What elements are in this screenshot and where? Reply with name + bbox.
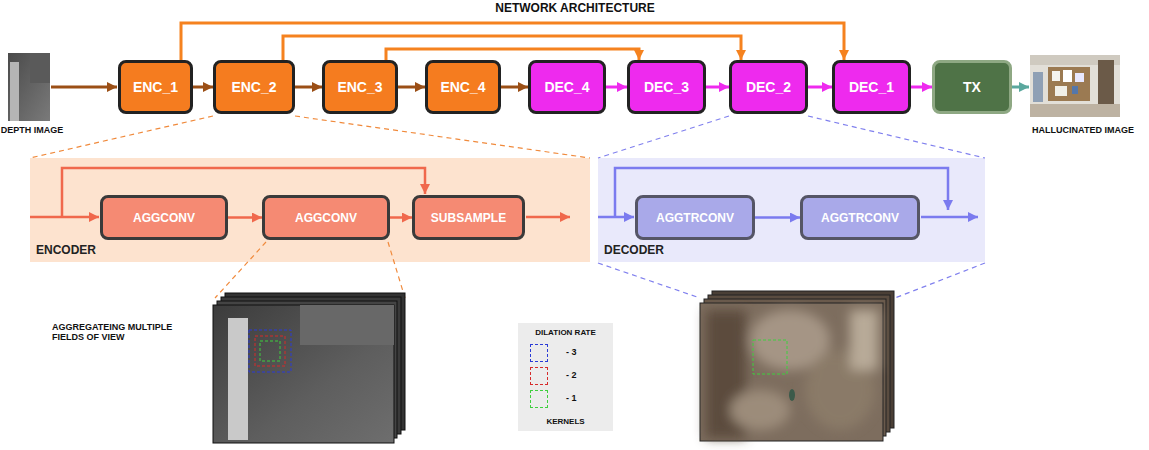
- legend-footer: KERNELS: [518, 417, 613, 426]
- legend-swatch: [530, 367, 548, 385]
- depth-feature-stack: [213, 293, 405, 443]
- panel-title: ENCODER: [36, 243, 96, 257]
- box-label: AGGCONV: [133, 211, 195, 225]
- legend-heading: DILATION RATE: [518, 328, 613, 337]
- zoom-line: [895, 263, 985, 298]
- zoom-line: [598, 116, 729, 158]
- aggtrconv-box: AGGTRCONV: [635, 195, 755, 240]
- encoder-panel-ground: [30, 158, 590, 262]
- decoder-stage: DEC_3: [627, 60, 706, 114]
- flow-arrow: [706, 86, 729, 89]
- decoder-stage: DEC_2: [729, 60, 808, 114]
- box-label: AGGTRCONV: [821, 211, 899, 225]
- encoder-panel: ENCODER AGGCONV AGGCONV SUBSAMPLE: [30, 158, 590, 262]
- zoom-line: [30, 116, 213, 158]
- box-label: DEC_4: [544, 79, 589, 95]
- legend-text: - 1: [566, 393, 577, 403]
- flow-arrow: [808, 86, 832, 89]
- decoder-stage: DEC_4: [528, 60, 606, 114]
- skip-connection: [181, 23, 844, 60]
- box-label: DEC_1: [849, 79, 894, 95]
- flow-arrow: [390, 216, 412, 219]
- panel-title: DECODER: [604, 243, 664, 257]
- legend-swatch: [530, 344, 548, 362]
- aggtrconv-box: AGGTRCONV: [800, 195, 920, 240]
- legend-ground: [518, 323, 613, 431]
- zoom-line: [598, 263, 700, 298]
- zoom-line: [808, 116, 985, 158]
- flow-arrow: [755, 216, 800, 219]
- flow-arrow: [228, 216, 262, 219]
- hallucinated-image: [1030, 55, 1120, 117]
- encoder-stage: ENC_3: [322, 60, 398, 114]
- block-output-wire: [921, 216, 978, 219]
- flow-arrow: [911, 86, 932, 89]
- zoom-line: [388, 242, 405, 298]
- box-label: ENC_3: [337, 79, 382, 95]
- legend-text: - 3: [566, 347, 577, 357]
- box-label: AGGTRCONV: [656, 211, 734, 225]
- encoder-stage: ENC_2: [213, 60, 295, 114]
- encoder-stage: ENC_4: [425, 60, 501, 114]
- image-caption: HALLUCINATED IMAGE: [1022, 125, 1144, 135]
- transform-box: TX: [932, 60, 1012, 114]
- legend-text: - 2: [566, 370, 577, 380]
- box-label: ENC_4: [440, 79, 485, 95]
- decoder-stage: DEC_1: [832, 60, 911, 114]
- encoder-stage: ENC_1: [118, 60, 193, 114]
- box-label: ENC_2: [231, 79, 276, 95]
- output-arrow: [1012, 86, 1029, 89]
- aggconv-box: AGGCONV: [100, 195, 228, 240]
- zoom-line: [215, 242, 266, 298]
- decoder-feature-stack: [700, 291, 894, 441]
- skip-connection: [386, 49, 639, 60]
- image-caption: DEPTH IMAGE: [0, 125, 64, 135]
- flow-arrow: [295, 86, 322, 89]
- skip-connection: [283, 36, 741, 60]
- box-label: TX: [963, 79, 981, 95]
- input-arrow: [51, 86, 117, 89]
- decoder-panel-ground: [598, 158, 985, 262]
- flow-arrow: [606, 86, 627, 89]
- zoom-line: [295, 116, 590, 158]
- box-label: SUBSAMPLE: [431, 211, 506, 225]
- decoder-panel: DECODER AGGTRCONV AGGTRCONV: [598, 158, 985, 262]
- subsample-box: SUBSAMPLE: [412, 195, 525, 240]
- flow-arrow: [193, 86, 213, 89]
- box-label: AGGCONV: [295, 211, 357, 225]
- depth-image: [8, 53, 50, 121]
- box-label: ENC_1: [133, 79, 178, 95]
- annotation-note: AGGREGATEING MULTIPLE FIELDS OF VIEW: [52, 322, 202, 343]
- diagram-title: NETWORK ARCHITECTURE: [300, 2, 850, 16]
- legend-swatch: [530, 390, 548, 408]
- aggconv-box: AGGCONV: [262, 195, 390, 240]
- block-output-wire: [526, 216, 570, 219]
- box-label: DEC_3: [644, 79, 689, 95]
- flow-arrow: [398, 86, 425, 89]
- block-input-wire: [30, 216, 99, 219]
- flow-arrow: [501, 86, 528, 89]
- box-label: DEC_2: [746, 79, 791, 95]
